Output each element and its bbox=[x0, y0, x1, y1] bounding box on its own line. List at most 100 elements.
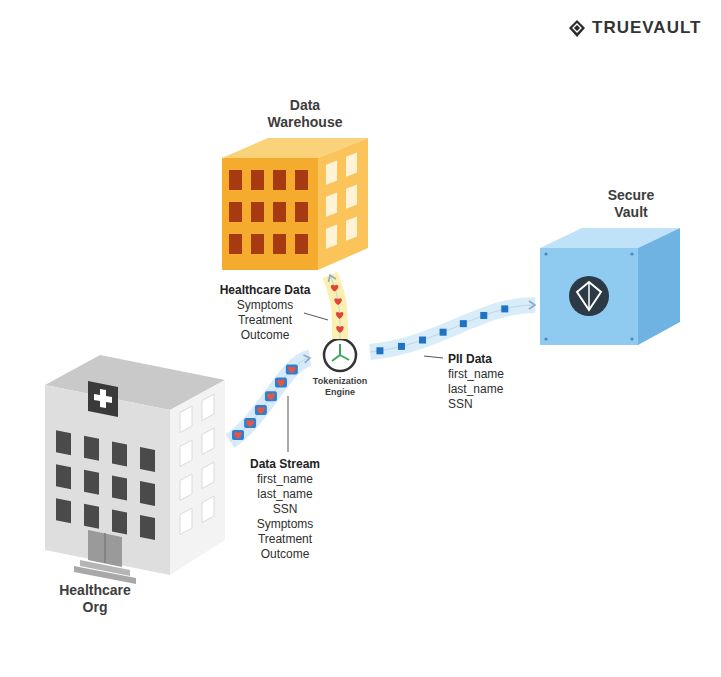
logo-icon bbox=[573, 24, 581, 32]
window bbox=[84, 470, 99, 495]
window bbox=[273, 202, 286, 222]
vault-cube bbox=[630, 337, 633, 340]
leader-line bbox=[424, 356, 443, 358]
window bbox=[140, 481, 155, 506]
vault-cube bbox=[569, 276, 609, 316]
field-name: first_name bbox=[235, 472, 335, 487]
vault-cube bbox=[540, 248, 638, 345]
hospital-building bbox=[170, 380, 225, 575]
token-icon bbox=[460, 320, 467, 327]
heart-icon bbox=[334, 298, 342, 305]
window bbox=[295, 170, 308, 190]
window bbox=[180, 474, 192, 501]
window bbox=[295, 234, 308, 254]
window bbox=[251, 170, 264, 190]
record-icon bbox=[277, 380, 285, 387]
window bbox=[112, 475, 127, 500]
window bbox=[202, 462, 214, 489]
field-list: Data Streamfirst_namelast_nameSSNSymptom… bbox=[235, 457, 335, 562]
field-name: Treatment bbox=[235, 532, 335, 547]
field-name: Outcome bbox=[215, 328, 315, 343]
record-icon bbox=[255, 405, 267, 415]
stream-line bbox=[230, 358, 310, 441]
field-list: Healthcare DataSymptomsTreatmentOutcome bbox=[215, 283, 315, 343]
brand-name: TRUEVAULT bbox=[592, 18, 716, 38]
hospital-building bbox=[104, 533, 106, 563]
window bbox=[229, 234, 242, 254]
field-name: Treatment bbox=[215, 313, 315, 328]
field-name: last_name bbox=[448, 382, 528, 397]
stream-line bbox=[370, 305, 535, 352]
logo-icon bbox=[569, 20, 585, 37]
brand-name: TRUEVAULT bbox=[592, 18, 716, 38]
record-icon bbox=[244, 418, 256, 428]
record-icon bbox=[267, 393, 275, 400]
vault-cube bbox=[540, 228, 680, 345]
vault-cube bbox=[630, 252, 633, 255]
node-title: Secure Vault bbox=[595, 187, 667, 221]
window bbox=[295, 202, 308, 222]
window bbox=[140, 447, 155, 472]
field-name: first_name bbox=[448, 367, 528, 382]
window bbox=[326, 192, 337, 216]
window bbox=[326, 224, 337, 248]
token-icon bbox=[480, 312, 487, 319]
token-icon bbox=[440, 329, 447, 336]
warehouse-cube bbox=[222, 138, 368, 270]
heart-icon bbox=[336, 312, 344, 319]
token-icon bbox=[419, 337, 426, 344]
hospital-building bbox=[74, 566, 136, 584]
field-list: PII Datafirst_namelast_nameSSN bbox=[448, 352, 528, 412]
window bbox=[346, 216, 357, 240]
group-heading: Data Stream bbox=[235, 457, 335, 472]
window bbox=[202, 496, 214, 523]
window bbox=[180, 406, 192, 433]
window bbox=[56, 464, 71, 489]
heart-icon bbox=[331, 285, 339, 292]
record-icon bbox=[288, 367, 296, 374]
window bbox=[202, 428, 214, 455]
record-icon bbox=[286, 364, 298, 374]
hospital-building bbox=[45, 355, 225, 584]
record-icon bbox=[257, 407, 265, 414]
field-name: SSN bbox=[448, 397, 528, 412]
engine-clock bbox=[324, 339, 356, 371]
token-icon bbox=[376, 347, 383, 354]
field-name: Symptoms bbox=[215, 298, 315, 313]
record-icon bbox=[275, 378, 287, 388]
window bbox=[140, 515, 155, 540]
engine-clock bbox=[324, 339, 356, 371]
engine-clock bbox=[332, 355, 340, 361]
window bbox=[251, 202, 264, 222]
field-name: Symptoms bbox=[235, 517, 335, 532]
vault-cube bbox=[544, 252, 547, 255]
vault-cube bbox=[588, 282, 590, 310]
token-icon bbox=[501, 305, 508, 312]
record-icon bbox=[232, 430, 244, 440]
window bbox=[84, 436, 99, 461]
node-title: Healthcare Org bbox=[50, 582, 140, 616]
hospital-building bbox=[88, 381, 118, 417]
vault-cube bbox=[577, 282, 601, 310]
window bbox=[56, 498, 71, 523]
node-title: Tokenization Engine bbox=[310, 376, 370, 398]
window bbox=[346, 184, 357, 208]
window bbox=[251, 234, 264, 254]
data-stream bbox=[230, 358, 310, 441]
window bbox=[273, 170, 286, 190]
node-box: Tokenization Engine bbox=[310, 339, 370, 402]
record-icon bbox=[234, 432, 242, 439]
window bbox=[273, 234, 286, 254]
window bbox=[346, 152, 357, 176]
window bbox=[112, 509, 127, 534]
group-heading: PII Data bbox=[448, 352, 528, 367]
logo-icon bbox=[569, 20, 585, 37]
stream-band bbox=[370, 305, 535, 352]
vault-cube bbox=[638, 228, 680, 345]
vault-cube bbox=[544, 337, 547, 340]
window bbox=[326, 160, 337, 184]
